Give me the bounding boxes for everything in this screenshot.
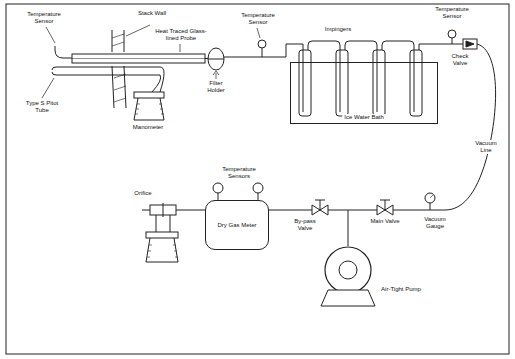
leader-line bbox=[126, 25, 150, 36]
part-label: Filter Holder bbox=[202, 80, 230, 94]
gauge-needle bbox=[430, 195, 433, 198]
impinger bbox=[299, 50, 311, 116]
leader-line bbox=[46, 27, 55, 43]
temperature-gauge bbox=[258, 193, 259, 200]
vacuum-gauge bbox=[430, 203, 431, 210]
pump-rotor bbox=[339, 261, 357, 279]
probe-nozzle bbox=[55, 46, 72, 58]
check-valve bbox=[463, 39, 477, 49]
temperature-gauge bbox=[253, 183, 263, 193]
impinger bbox=[410, 50, 422, 116]
manometer-scale bbox=[147, 245, 178, 257]
sample-line bbox=[224, 44, 303, 112]
manometer-symbol bbox=[134, 92, 164, 98]
stack-wall bbox=[112, 30, 126, 108]
orifice-plate bbox=[163, 203, 164, 217]
orifice-meter bbox=[142, 203, 205, 262]
wall-hatch bbox=[112, 34, 126, 102]
leader-line bbox=[42, 78, 54, 98]
part-label: Stack Wall bbox=[136, 10, 168, 17]
frame-border bbox=[6, 4, 509, 354]
impinger bbox=[373, 50, 385, 116]
ice-bath: Ice Water Bath bbox=[290, 62, 438, 124]
leader-line bbox=[42, 25, 260, 98]
manometer-line bbox=[156, 215, 170, 232]
filter-holder bbox=[205, 44, 303, 112]
leader-line bbox=[216, 73, 217, 79]
valve-handle bbox=[380, 200, 390, 210]
part-label: Type S Pitot Tube bbox=[20, 100, 64, 114]
temperature-gauge bbox=[448, 30, 456, 38]
part-label: Impingers bbox=[318, 26, 358, 33]
manometer-symbol bbox=[134, 98, 164, 120]
temperature-gauge bbox=[258, 40, 266, 57]
filter-holder bbox=[208, 48, 224, 70]
temperature-gauge bbox=[452, 38, 453, 44]
part-label: By-pass Valve bbox=[290, 218, 320, 232]
pump-base bbox=[321, 290, 375, 306]
part-label: Main Valve bbox=[370, 218, 400, 225]
pitot-tube bbox=[52, 67, 160, 75]
probe-liner bbox=[72, 58, 205, 59]
pitot-line bbox=[152, 67, 164, 92]
part-label: Orifice bbox=[130, 190, 156, 197]
part-label: Temperature Sensor bbox=[24, 11, 64, 25]
heated-probe bbox=[55, 46, 205, 63]
part-label: Check Valve bbox=[444, 53, 476, 67]
temperature-gauge bbox=[448, 30, 456, 44]
vacuum-gauge bbox=[425, 193, 435, 210]
leader-line bbox=[180, 44, 181, 52]
pump-casing bbox=[325, 247, 371, 293]
impinger-link bbox=[345, 41, 377, 112]
manometer-symbol bbox=[134, 92, 164, 120]
part-label: Vacuum Line bbox=[474, 140, 498, 154]
gas-meter-box: Dry Gas Meter bbox=[205, 200, 269, 250]
valve-symbol bbox=[312, 200, 393, 215]
manometer-symbol bbox=[146, 232, 178, 238]
part-label: Temperature Sensor bbox=[238, 12, 278, 26]
temperature-gauge bbox=[213, 183, 263, 200]
pipe-connector bbox=[269, 210, 348, 246]
temperature-gauge bbox=[213, 183, 223, 193]
impinger bbox=[336, 50, 348, 116]
pump-symbol bbox=[318, 246, 428, 318]
valve-handle bbox=[315, 200, 325, 210]
filter-holder bbox=[208, 59, 224, 60]
stack-wall bbox=[112, 30, 126, 108]
sampling-train-drawing bbox=[6, 4, 509, 354]
impinger-link bbox=[308, 41, 340, 112]
meter-label: Dry Gas Meter bbox=[215, 222, 258, 229]
leader-line bbox=[257, 28, 260, 38]
bath-label: Ice Water Bath bbox=[342, 114, 385, 121]
vacuum-gauge bbox=[425, 193, 435, 203]
vacuum-line bbox=[445, 44, 496, 210]
manometer-scale bbox=[135, 104, 164, 114]
part-label: Temperature Sensors bbox=[214, 166, 264, 180]
temperature-gauge bbox=[218, 193, 219, 200]
check-valve bbox=[466, 41, 474, 47]
manometer-symbol bbox=[146, 238, 178, 262]
pump-symbol: Air-Tight Pump bbox=[318, 246, 428, 318]
part-label: Heat Traced Glass-lined Probe bbox=[150, 28, 212, 42]
temperature-gauge bbox=[258, 40, 266, 48]
impinger-link bbox=[382, 41, 414, 112]
check-valve bbox=[463, 39, 477, 49]
sample-line bbox=[419, 44, 463, 50]
pump-label: Air-Tight Pump bbox=[378, 286, 424, 293]
probe-body bbox=[72, 54, 205, 63]
temperature-gauge bbox=[262, 48, 263, 57]
pitot-tube bbox=[52, 67, 164, 92]
impinger bbox=[299, 41, 463, 116]
part-label: Temperature Sensor bbox=[430, 6, 474, 20]
part-label: Vacuum Gauge bbox=[418, 216, 452, 230]
part-label: Manometer bbox=[126, 124, 170, 131]
leader-arrow bbox=[213, 71, 219, 75]
